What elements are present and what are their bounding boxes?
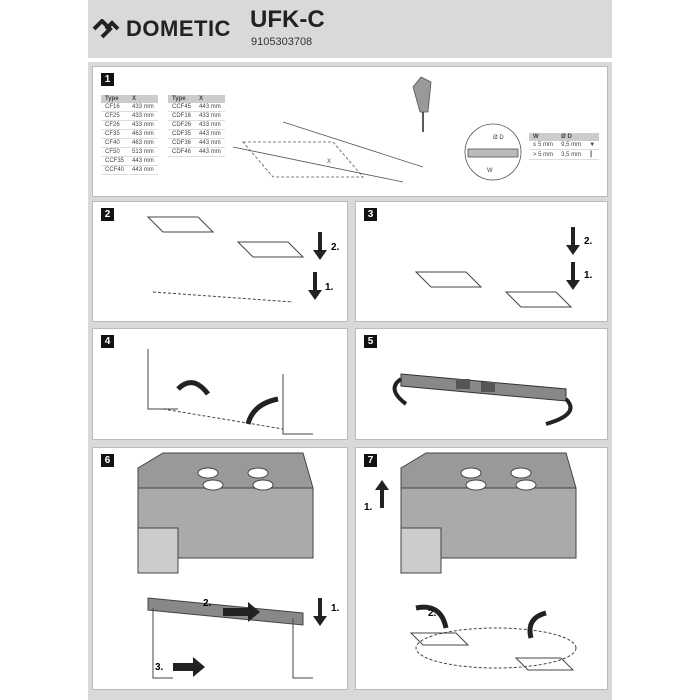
step-6-illustration: 2. 1. 3. — [137, 452, 340, 679]
drilling-diagram: X Ø D W — [232, 76, 522, 183]
svg-text:2.: 2. — [203, 598, 212, 609]
step-number: 3 — [364, 208, 377, 221]
step-2-illustration: 2. 1. — [146, 216, 340, 303]
step-4-illustration — [147, 349, 313, 435]
step-number: 5 — [364, 335, 377, 348]
part-number: 9105303708 — [251, 36, 313, 48]
step-7-illustration: 1. 2. — [364, 452, 577, 671]
step-number: 6 — [101, 454, 114, 467]
brand-name: DOMETIC — [126, 16, 231, 41]
step-3-illustration: 2. 1. — [414, 227, 593, 308]
step-3-panel: 3 2. 1. — [355, 201, 608, 322]
brand-logo: DOMETIC — [88, 0, 240, 58]
svg-text:1.: 1. — [584, 270, 593, 281]
svg-text:1.: 1. — [325, 282, 334, 293]
step-number: 7 — [364, 454, 377, 467]
step-number: 4 — [101, 335, 114, 348]
svg-text:1.: 1. — [364, 502, 373, 513]
step-4-panel: 4 — [92, 328, 348, 440]
svg-text:1.: 1. — [331, 603, 340, 614]
svg-text:2.: 2. — [331, 242, 340, 253]
step-5-illustration — [392, 373, 573, 426]
step-number: 1 — [101, 73, 114, 86]
svg-text:W: W — [487, 168, 493, 174]
svg-text:3.: 3. — [155, 662, 164, 673]
svg-text:Ø D: Ø D — [493, 135, 504, 141]
model-title: UFK-C — [250, 6, 325, 33]
step-5-panel: 5 — [355, 328, 608, 440]
step-number: 2 — [101, 208, 114, 221]
long-screw-icon: ┃ — [585, 149, 600, 160]
step-2-panel: 2 2. 1. — [92, 201, 348, 322]
svg-text:X: X — [327, 159, 331, 165]
short-screw-icon: ▼ — [585, 141, 600, 150]
dometic-chevron-icon — [92, 19, 120, 39]
step-6-panel: 6 2. 1. 3. — [92, 447, 348, 690]
step-7-panel: 7 1. 2. — [355, 447, 608, 690]
svg-text:2.: 2. — [584, 236, 593, 247]
svg-text:2.: 2. — [428, 608, 437, 619]
